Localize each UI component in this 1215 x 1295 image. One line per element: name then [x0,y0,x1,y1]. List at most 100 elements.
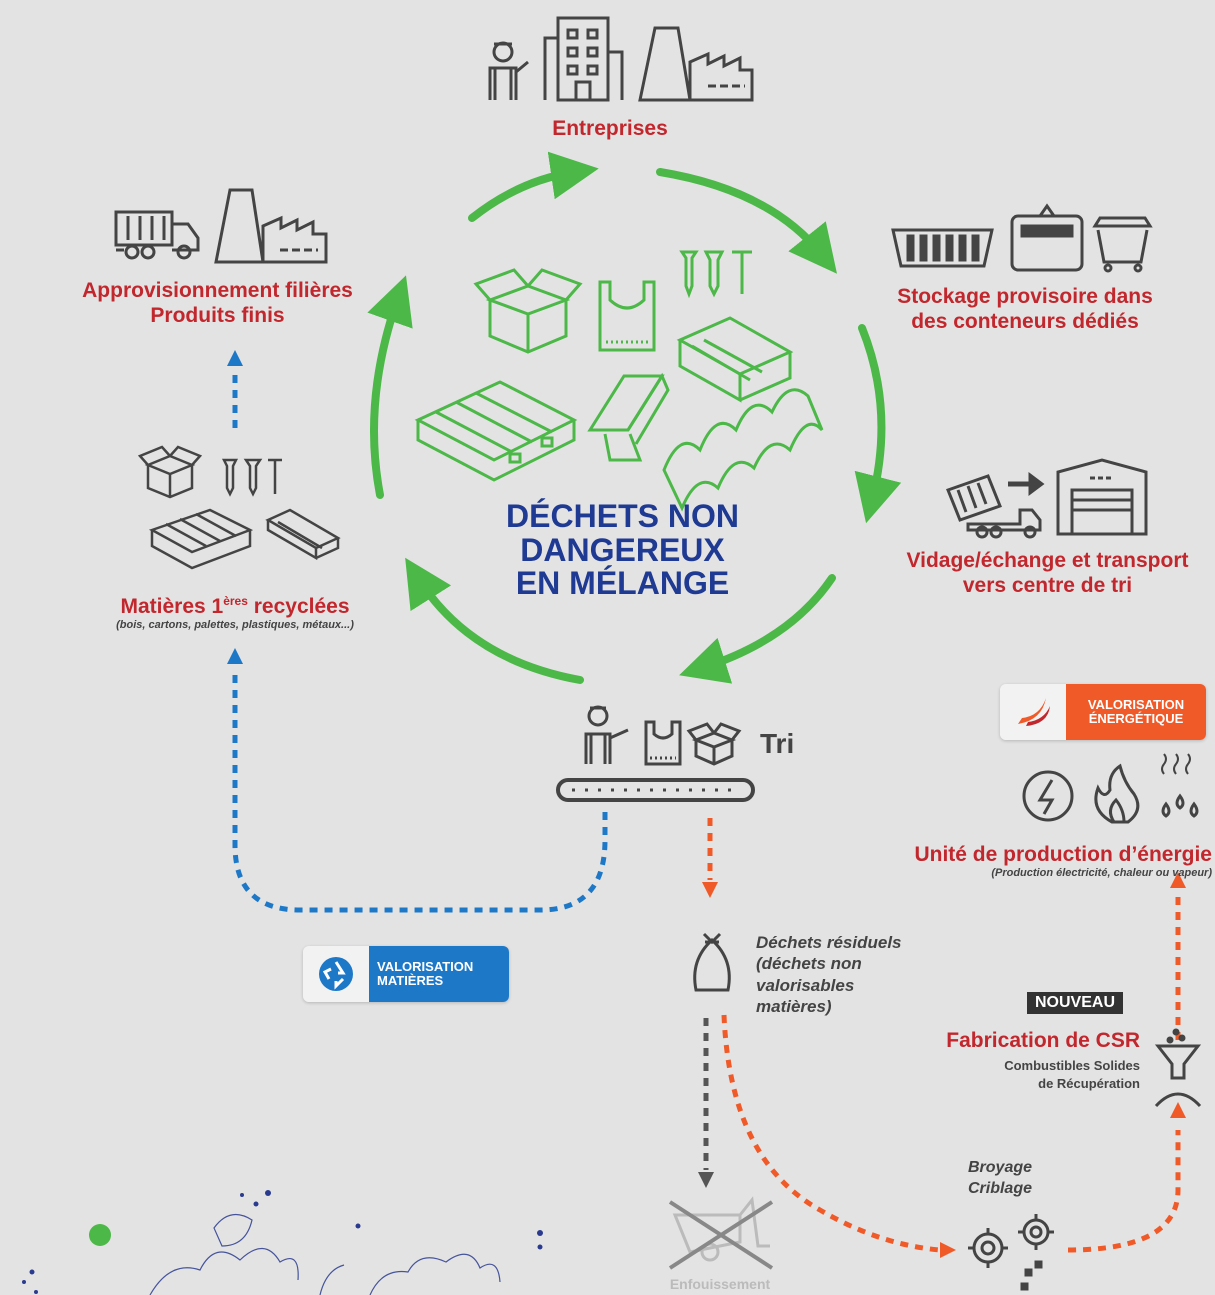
label-vidage: Vidage/échange et transport vers centre … [880,548,1215,598]
label-residuels-line1: Déchets résiduels [756,933,902,952]
lightning-icon [1022,770,1074,822]
label-matieres-end: recyclées [247,595,350,618]
badge-energie-line1: VALORISATION [1087,696,1185,712]
label-broyage-line2: Criblage [967,1179,1032,1197]
flow-orange-curve [721,1014,941,1253]
badge-valorisation-matieres: VALORISATION MATIÈRES [303,946,509,1002]
recycle-icon [303,946,369,1002]
nouveau-badge: NOUVEAU [1027,992,1124,1014]
tri-icons [584,705,742,766]
label-csr-sub2: de Récupération [1038,1076,1140,1092]
badge-valorisation-energetique: VALORISATION ÉNERGÉTIQUE [1000,684,1206,740]
label-energie-title: Unité de production d’énergie [914,843,1212,866]
label-appro-line1: Approvisionnement filières [82,279,353,302]
label-appro-line2: Produits finis [150,304,285,328]
center-title-line3: EN MÉLANGE [515,565,730,602]
flame-icon [1094,763,1140,824]
label-stockage-line2: des conteneurs dédiés [911,310,1139,334]
blue-arrowhead-mid [227,648,243,664]
warehouse-icon [1056,458,1148,536]
label-csr: Fabrication de CSR Combustibles Solides … [900,1028,1140,1094]
flow-orange-right [1067,1130,1181,1253]
cycle-arrow-top-right [656,168,838,274]
roof-sheet-icon [662,388,824,512]
center-icons [414,250,824,512]
decorative-flowers [149,1213,501,1295]
office-building-icon [543,16,624,102]
energy-logo-icon [1000,684,1066,740]
label-matieres: Matières 1ères recyclées (bois, cartons,… [60,594,410,631]
decor-blue-dots [22,1190,543,1294]
factory-icon [638,26,754,102]
center-title-line2: DANGEREUX [520,531,725,568]
vidage-icons [946,458,1148,539]
cycle-arrow-bottom-left [405,557,584,684]
center-title: DÉCHETS NON DANGEREUX EN MÉLANGE [440,498,805,602]
label-vidage-line1: Vidage/échange et transport [906,549,1189,572]
factory-icon [214,188,328,264]
center-title-line1: DÉCHETS NON [506,498,739,534]
worker-icon [488,41,529,100]
badge-energie-line2: ÉNERGÉTIQUE [1088,711,1184,726]
label-stockage-line1: Stockage provisoire dans [897,285,1153,308]
flow-blue-loop [232,668,608,913]
cycle-arrow-right [854,324,902,524]
funnel-icon [1154,1028,1202,1108]
label-matieres-sub: (bois, cartons, palettes, plastiques, mé… [116,619,354,632]
gears-icon [968,1214,1054,1291]
bag-icon [644,720,682,766]
container-icon [891,228,994,268]
badge-matieres-line1: VALORISATION [377,958,474,974]
label-appro: Approvisionnement filières Produits fini… [55,278,380,328]
orange-arrowhead-1 [702,882,718,898]
label-residuels-line3: valorisables [756,975,855,995]
orange-arrowhead-2 [940,1242,956,1258]
dump-truck-icon [946,472,1045,539]
cycle-arrow-top [468,151,599,222]
label-residuels-line4: matières) [756,996,832,1016]
label-vidage-line2: vers centre de tri [962,574,1133,598]
label-entreprises: Entreprises [552,117,668,140]
wood-icon [676,316,794,403]
trash-bag-icon [693,932,731,992]
gray-arrowhead [698,1172,714,1188]
label-tri: Tri [760,728,795,759]
box-icon [137,445,203,499]
label-broyage: Broyage Criblage [960,1158,1040,1200]
label-enfouissement: Enfouissement [669,1276,771,1292]
wood-icon [265,508,341,561]
label-matieres-main: Matières 1 [120,595,224,618]
decor-green-dot [89,1224,111,1246]
pallet-icon [414,380,578,482]
label-residuels: Déchets résiduels (déchets non valorisab… [756,932,902,1017]
steam-icon [1161,753,1199,818]
stockage-icons [891,203,1153,273]
screws-icon [679,250,752,299]
conveyor-icon [556,778,755,802]
matieres-icons [137,445,341,570]
entreprises-icons [488,16,754,102]
cycle-arrow-bottom-right [679,574,836,684]
bag-icon [598,280,656,352]
blue-arrowhead-top [227,350,243,366]
label-matieres-sup: ères [223,594,248,608]
pallet-icon [148,508,254,570]
box-icon [686,722,742,766]
beam-icon [587,372,670,462]
label-energie-sub: (Production électricité, chaleur ou vape… [991,867,1212,880]
bin-icon [1010,203,1084,272]
label-energie: Unité de production d’énergie (Productio… [850,842,1212,879]
bin-icon [1092,216,1153,273]
worker-icon [584,705,629,764]
truck-icon [114,210,200,260]
label-residuels-line2: (déchets non [756,954,862,974]
cycle-arrow-left [367,275,413,499]
label-stockage: Stockage provisoire dans des conteneurs … [860,284,1190,334]
orange-arrowhead-3 [1170,1102,1186,1118]
label-broyage-line1: Broyage [967,1159,1033,1176]
label-csr-sub1: Combustibles Solides [1004,1058,1140,1074]
energy-icons [1022,753,1199,824]
screws-icon [221,458,282,497]
appro-icons [114,188,328,264]
